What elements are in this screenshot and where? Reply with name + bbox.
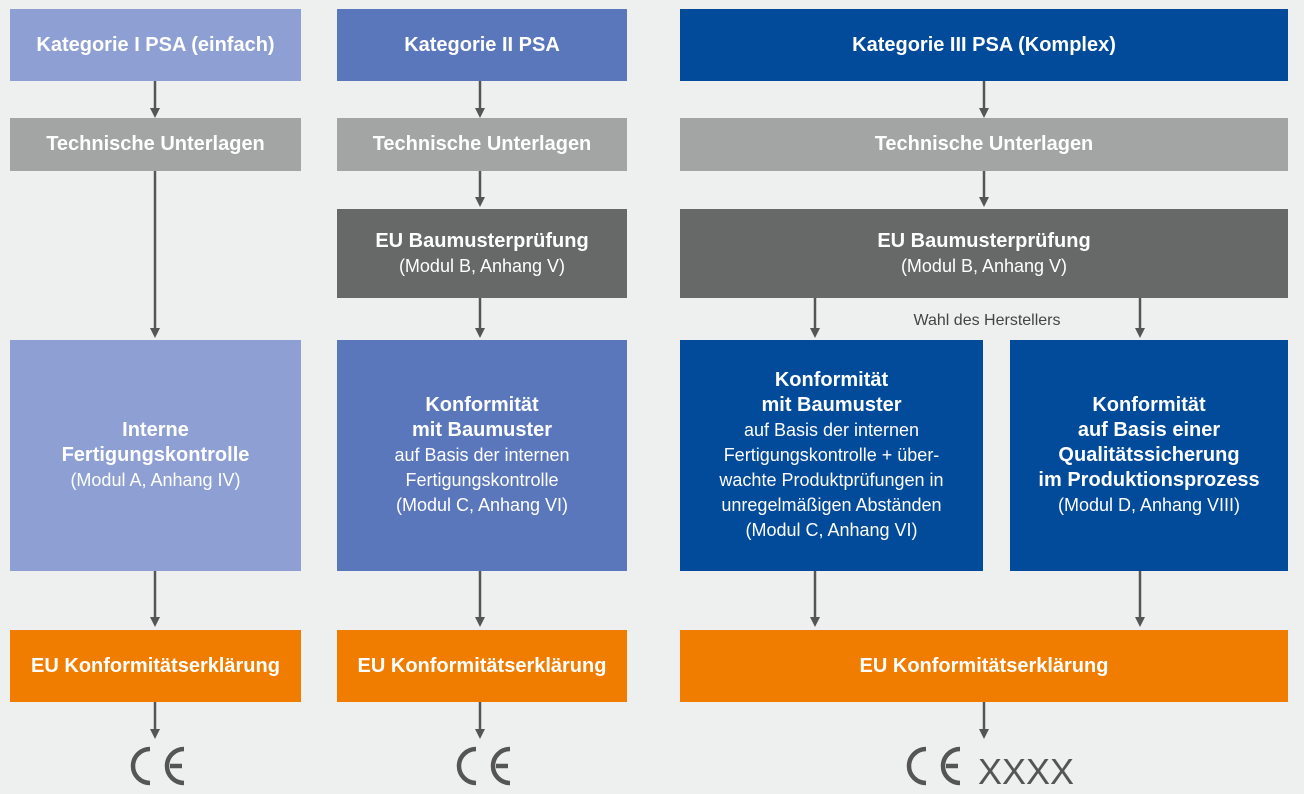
k1-control-title-1: Interne: [122, 419, 189, 441]
k2-technical-docs-label: Technische Unterlagen: [372, 133, 592, 155]
ce-mark-icon: [906, 746, 961, 786]
k1-internal-control: Interne Fertigungskontrolle (Modul A, An…: [10, 340, 301, 571]
k2-conf-sub-2: Fertigungskontrolle: [405, 470, 559, 490]
k2-exam-title: EU Baumusterprüfung: [375, 229, 589, 252]
k1-ce-mark: [124, 745, 190, 794]
k3-left-title-2: mit Baumuster: [761, 394, 902, 416]
k3-exam-title: EU Baumusterprüfung: [877, 229, 1091, 252]
k3-type-examination: EU Baumusterprüfung (Modul B, Anhang V): [680, 209, 1288, 298]
k1-declaration-label: EU Konformitätserklärung: [31, 654, 280, 677]
k2-header: Kategorie II PSA: [337, 9, 627, 81]
k3-ce-mark: [900, 745, 966, 794]
k2-type-examination: EU Baumusterprüfung (Modul B, Anhang V): [337, 209, 627, 298]
k2-conf-sub-3: (Modul C, Anhang VI): [395, 495, 569, 515]
ce-mark-icon: [456, 746, 511, 786]
k2-conformity: Konformität mit Baumuster auf Basis der …: [337, 340, 627, 571]
k2-declaration-label: EU Konformitätserklärung: [357, 654, 607, 677]
k2-exam-sub: (Modul B, Anhang V): [398, 255, 566, 276]
k1-header: Kategorie I PSA (einfach): [10, 9, 301, 81]
k3-left-sub-1: auf Basis der internen: [743, 420, 920, 440]
k3-left-sub-5: (Modul C, Anhang VI): [745, 520, 918, 540]
k3-declaration: EU Konformitätserklärung: [680, 630, 1288, 702]
k2-declaration: EU Konformitätserklärung: [337, 630, 627, 702]
k2-conf-title-2: mit Baumuster: [411, 419, 553, 441]
k3-technical-docs-label: Technische Unterlagen: [874, 133, 1094, 155]
k2-ce-mark: [450, 745, 516, 794]
k1-technical-docs: Technische Unterlagen: [10, 118, 301, 171]
k2-header-label: Kategorie II PSA: [404, 33, 560, 56]
k3-technical-docs: Technische Unterlagen: [680, 118, 1288, 171]
k3-conformity-type: Konformität mit Baumuster auf Basis der …: [680, 340, 983, 571]
k3-right-title-2: auf Basis einer: [1077, 419, 1221, 441]
k3-left-sub-2: Fertigungskontrolle + über-: [723, 445, 940, 465]
k3-right-title-1: Konformität: [1092, 394, 1206, 416]
k3-right-sub: (Modul D, Anhang VIII): [1057, 495, 1241, 515]
k1-technical-docs-label: Technische Unterlagen: [46, 133, 265, 155]
k3-left-title-1: Konformität: [774, 369, 889, 391]
k3-left-sub-4: unregelmäßigen Abständen: [721, 495, 942, 515]
k2-conf-title-1: Konformität: [425, 394, 539, 416]
k1-control-title-2: Fertigungskontrolle: [61, 444, 250, 466]
k2-technical-docs: Technische Unterlagen: [337, 118, 627, 171]
k1-control-sub: (Modul A, Anhang IV): [70, 470, 241, 490]
k3-right-title-4: im Produktionsprozess: [1038, 469, 1260, 491]
k3-conformity-quality: Konformität auf Basis einer Qualitätssic…: [1010, 340, 1288, 571]
k3-header: Kategorie III PSA (Komplex): [680, 9, 1288, 81]
k3-right-title-3: Qualitätssicherung: [1058, 444, 1240, 466]
k2-conf-sub-1: auf Basis der internen: [394, 445, 570, 465]
k3-exam-sub: (Modul B, Anhang V): [900, 255, 1068, 276]
k3-header-label: Kategorie III PSA (Komplex): [852, 33, 1116, 56]
k3-left-sub-3: wachte Produktprüfungen in: [719, 470, 944, 490]
k1-declaration: EU Konformitätserklärung: [10, 630, 301, 702]
ce-mark-icon: [130, 746, 185, 786]
manufacturer-choice-label: Wahl des Herstellers: [913, 312, 1061, 329]
k3-declaration-label: EU Konformitätserklärung: [859, 654, 1109, 677]
k1-header-label: Kategorie I PSA (einfach): [36, 33, 275, 56]
notified-body-number: XXXX: [978, 751, 1075, 792]
